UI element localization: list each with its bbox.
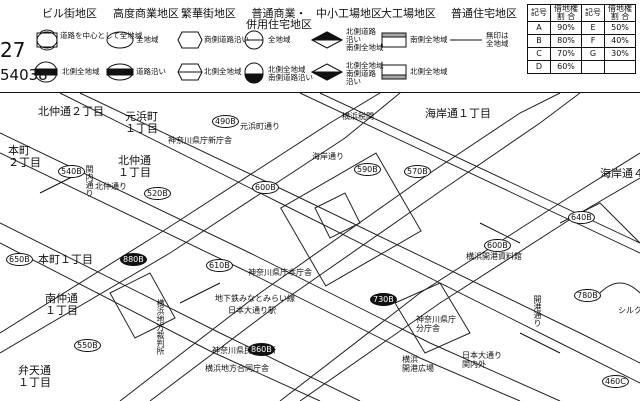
legend-building-district: ビル街地区 [42, 7, 97, 20]
ratio-cell: A [527, 21, 551, 35]
price-tag: 640B [568, 211, 595, 224]
area-kaigan-4: 海岸通４ [600, 167, 640, 180]
ratio-cell [604, 60, 636, 74]
ratio-header: 借地権 割 合 [550, 4, 582, 22]
legend-general-commercial: 普通商業・ 併用住宅地区 [246, 7, 312, 31]
price-tag: 600B [484, 239, 511, 252]
area-honcho-2: 本町 ２丁目 [8, 144, 41, 169]
legend-symbols [34, 29, 482, 84]
building-kaiko-plaza: 横浜 開港広場 [402, 355, 434, 373]
legend-busy-district: 繁華街地区 [181, 7, 236, 20]
price-tag: 650B [6, 253, 33, 266]
ratio-header: 記号 [581, 4, 605, 22]
map-streets [0, 93, 640, 401]
street-kaiko: 開港通り [533, 295, 542, 327]
sheet-number: 27 [0, 38, 26, 62]
building-nihon-odori: 日本大通り 関内外 [462, 351, 502, 369]
price-tag: 520B [144, 187, 171, 200]
building-pref-new: 神奈川県庁新庁舎 [168, 136, 232, 145]
ratio-cell: 40% [604, 34, 636, 48]
legend-note-general-2: 北側全地域 南側道路沿い [268, 65, 313, 82]
legend-general-residential: 普通住宅地区 [451, 7, 517, 20]
price-tag: 860B [248, 343, 275, 356]
area-kitanaka: 北仲通 １丁目 [118, 154, 151, 179]
ratio-cell: 30% [604, 47, 636, 61]
area-bentendori: 弁天通 １丁目 [18, 364, 51, 389]
ratio-cell: 70% [550, 47, 582, 61]
building-pref-main: 神奈川県庁本庁舎 [248, 268, 312, 277]
legend-panel: 27 54038 ビル街地区 高度商業地区 繁華街地区 普通商業・ 併用住宅地区… [0, 0, 640, 93]
street-kannai: 関内通り [85, 165, 94, 197]
route-price-map: 北仲通２丁目 元浜町 １丁目 海岸通１丁目 本町 ２丁目 北仲通 １丁目 海岸通… [0, 93, 640, 401]
legend-note-small-2: 北側全地域 南側道路 沿い [346, 61, 384, 86]
station-nihon-odori: 日本大通り駅 [228, 306, 276, 315]
legend-note-residential: 無印は 全地域 [486, 31, 509, 48]
ratio-cell: 50% [604, 21, 636, 35]
legend-small-factory: 中小工場地区 [316, 7, 382, 20]
legend-high-commercial: 高度商業地区 [113, 7, 179, 20]
price-tag: 550B [74, 339, 101, 352]
legend-note-general-1: 全地域 [268, 35, 291, 44]
price-tag: 540B [58, 165, 85, 178]
ratio-cell: G [581, 47, 605, 61]
ratio-header: 記号 [527, 4, 551, 22]
price-tag: 880B [120, 253, 147, 266]
ratio-cell: E [581, 21, 605, 35]
legend-note-busy-1: 商側道路沿い [204, 35, 249, 44]
building-court: 横浜地方裁判所 [156, 299, 165, 355]
building-pref-office: 神奈川県民事務所 [212, 346, 276, 355]
building-joint-office: 横浜地方合同庁舎 [205, 364, 269, 373]
building-customs: 横浜税関 [342, 112, 374, 121]
street-silk: シルク [618, 306, 640, 315]
price-tag: 460C [602, 375, 629, 388]
price-tag: 730B [370, 293, 397, 306]
area-kitanaka-2: 北仲通２丁目 [38, 105, 104, 118]
legend-note-large-1: 南側全地域 [410, 35, 448, 44]
legend-note-building: 道路を中心として全地域 [60, 31, 143, 40]
legend-note-small-1: 北側道路 沿い 南側全地域 [346, 27, 384, 52]
building-archives: 横浜開港資料館 [466, 252, 522, 261]
legend-note-large-2: 北側全地域 [410, 67, 448, 76]
area-honcho-1: 本町１丁目 [38, 253, 93, 266]
price-tag: 490B [212, 115, 239, 128]
price-tag: 610B [206, 259, 233, 272]
legend-note-roadside: 道路沿い [136, 67, 166, 76]
street-kitanaka: 北仲通り [95, 182, 127, 191]
street-motohama: 元浜町通り [240, 122, 280, 131]
price-tag: 780B [574, 289, 601, 302]
legend-note-busy-2: 北側全地域 [204, 67, 242, 76]
street-subway: 地下鉄みなとみらい線 [215, 294, 295, 303]
legend-note-north-all: 北側全地域 [62, 67, 100, 76]
area-kaigan-1: 海岸通１丁目 [425, 107, 491, 120]
area-motohama-1: 元浜町 １丁目 [125, 110, 158, 135]
ratio-cell: 60% [550, 60, 582, 74]
ratio-cell: 80% [550, 34, 582, 48]
ratio-cell [581, 60, 605, 74]
street-kaigan: 海岸通り [312, 152, 344, 161]
ratio-cell: D [527, 60, 551, 74]
ratio-cell: 90% [550, 21, 582, 35]
ratio-cell: C [527, 47, 551, 61]
ratio-header: 借地権 割 合 [604, 4, 636, 22]
building-pref-annex: 神奈川県庁 分庁舎 [416, 315, 456, 333]
ratio-table: 記号 借地権 割 合 記号 借地権 割 合 A 90% E 50% B 80% … [527, 4, 636, 74]
price-tag: 570B [404, 165, 431, 178]
price-tag: 600B [252, 181, 279, 194]
area-minaminaka: 南仲通 １丁目 [45, 292, 78, 317]
ratio-cell: B [527, 34, 551, 48]
ratio-cell: F [581, 34, 605, 48]
legend-large-factory: 大工場地区 [381, 7, 436, 20]
price-tag: 590B [354, 163, 381, 176]
legend-note-all-area: 全地域 [136, 35, 159, 44]
